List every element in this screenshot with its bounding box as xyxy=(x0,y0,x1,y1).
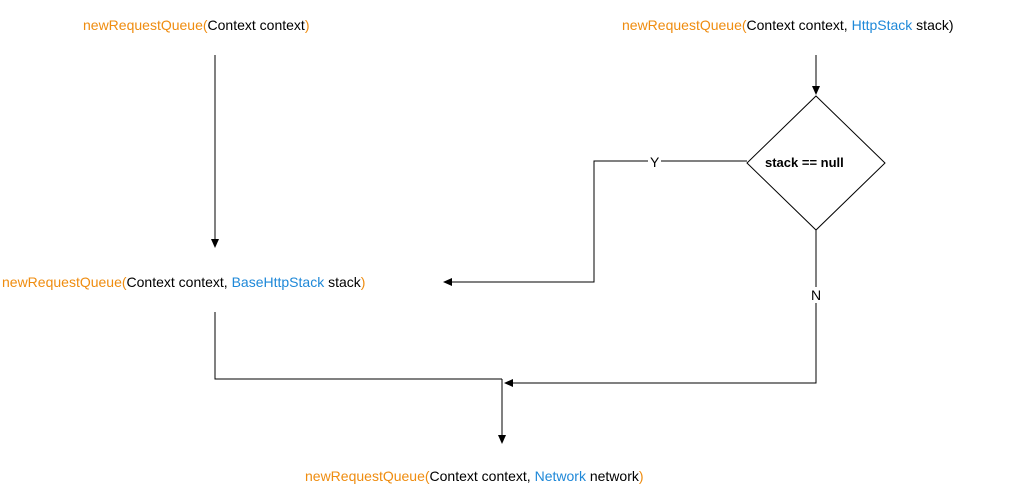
signature-part: newRequestQueue( xyxy=(622,17,747,33)
signature-part: HttpStack xyxy=(851,17,913,33)
node-bottom: newRequestQueue(Context context, Network… xyxy=(305,468,644,484)
signature-part: network xyxy=(585,468,639,484)
signature-part: newRequestQueue( xyxy=(83,17,208,33)
edge-yes-branch xyxy=(443,160,747,286)
signature-part: newRequestQueue( xyxy=(305,468,430,484)
signature-part: ) xyxy=(638,468,644,484)
signature-part: ) xyxy=(360,274,366,290)
edge-middle-to-merge xyxy=(214,312,502,380)
node-middle: newRequestQueue(Context context, BaseHtt… xyxy=(2,274,365,290)
node-top-right: newRequestQueue(Context context, HttpSta… xyxy=(622,17,954,33)
signature-part: Context context xyxy=(207,17,305,33)
signature-part: Network xyxy=(534,468,586,484)
signature-part: stack xyxy=(324,274,361,290)
edge-label-no: N xyxy=(809,287,824,303)
node-top-left: newRequestQueue(Context context) xyxy=(83,17,309,33)
decision-label: stack == null xyxy=(765,155,844,170)
signature-part: Context context, xyxy=(746,17,852,33)
edge-label-yes: Y xyxy=(648,154,662,170)
signature-part: ) xyxy=(304,17,310,33)
signature-part: BaseHttpStack xyxy=(231,274,325,290)
signature-part: stack) xyxy=(912,17,954,33)
signature-part: Context context, xyxy=(126,274,232,290)
signature-part: Context context, xyxy=(429,468,535,484)
edge-no-branch xyxy=(504,230,817,387)
signature-part: newRequestQueue( xyxy=(2,274,127,290)
